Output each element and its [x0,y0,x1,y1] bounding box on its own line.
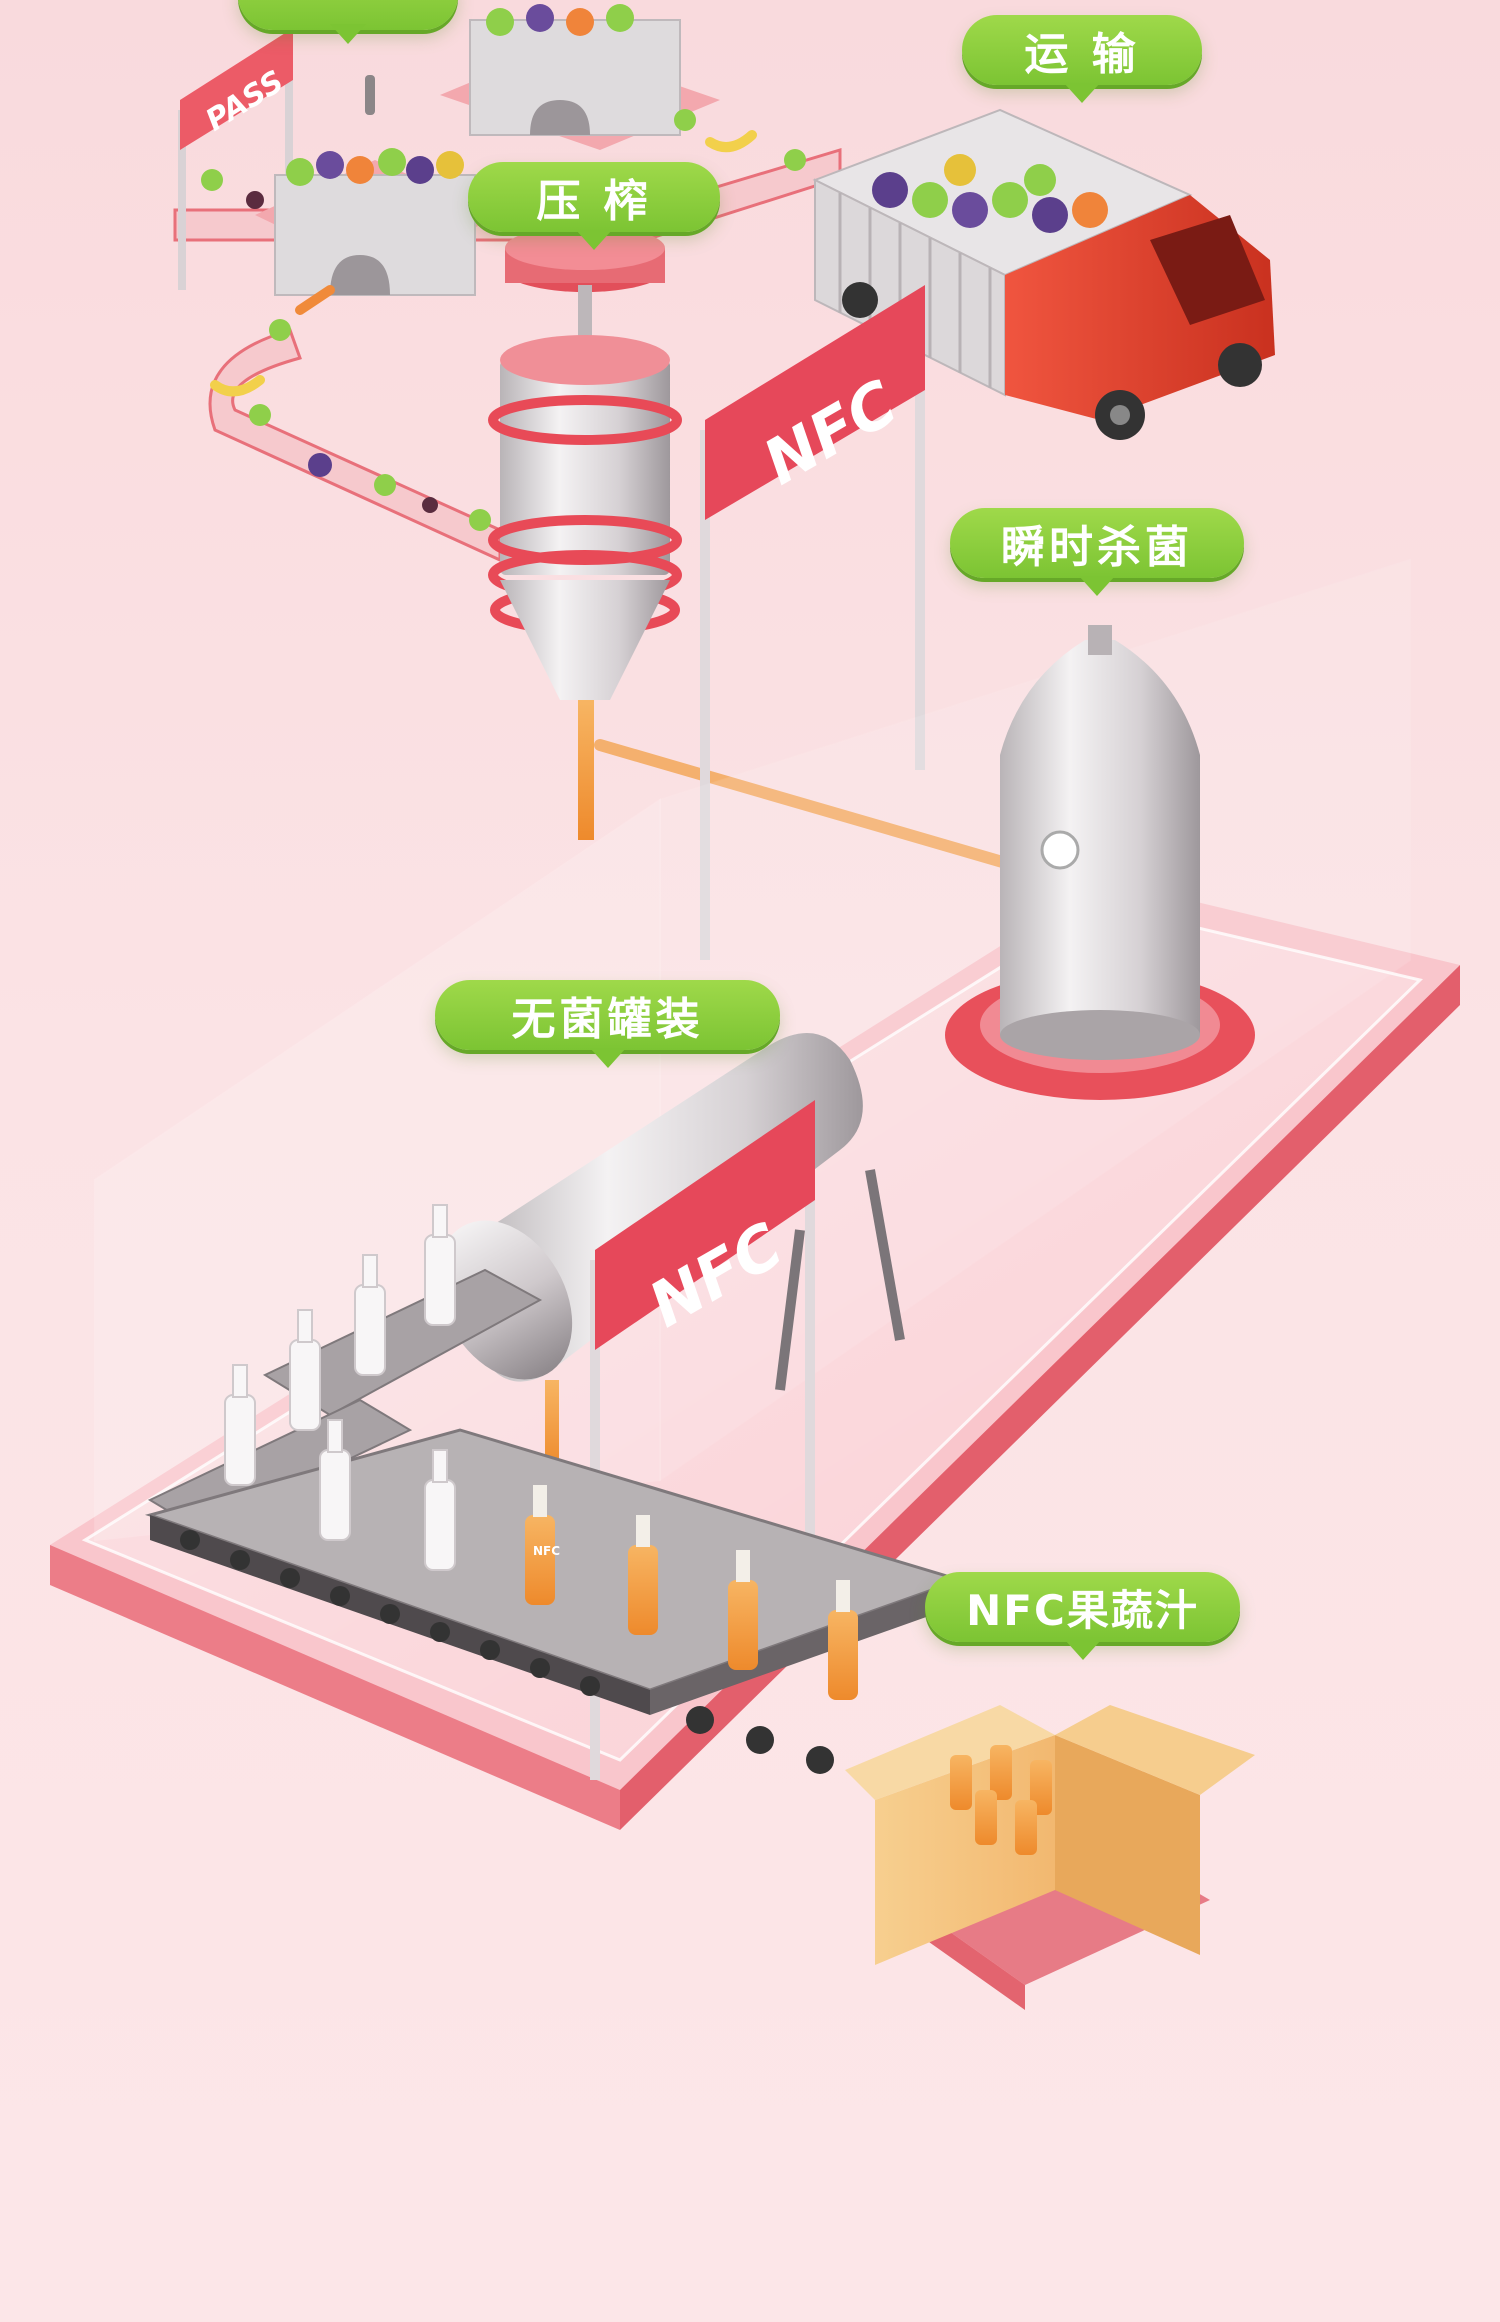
fruit-crate-icon [440,4,720,150]
label-nfc-juice: NFC果蔬汁 [925,1572,1240,1660]
truck-icon [812,108,1275,440]
bottle-icon [224,1204,456,1571]
sterilizer-tank-icon [945,625,1255,1100]
bottle-icon-filled: NFC [525,1485,858,1700]
fruit-crate-icon [255,148,500,296]
label-press: 压 榨 [468,162,720,250]
label-sterilize: 瞬时杀菌 [950,508,1244,596]
label-aseptic-fill: 无菌罐装 [435,980,780,1068]
svg-text:NFC: NFC [533,1544,560,1558]
press-machine-icon [488,226,682,840]
label-bubble-top-stub [238,0,458,44]
cardboard-box-icon [845,1705,1255,2010]
label-transport: 运 输 [962,15,1202,103]
fruit-items [201,75,806,531]
